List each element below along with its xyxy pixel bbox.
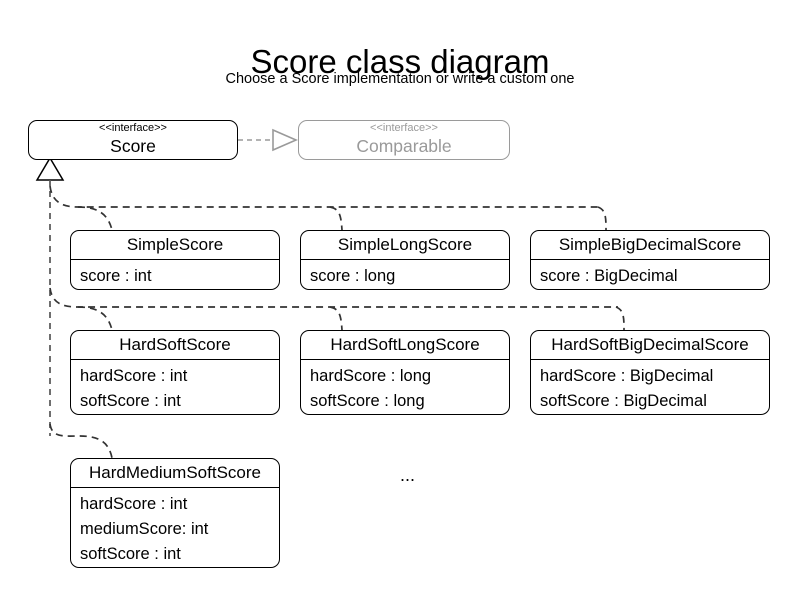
- class-name: SimpleBigDecimalScore: [558, 235, 742, 254]
- class-name: HardSoftScore: [119, 335, 231, 354]
- uml-class-hard-soft-big-decimal-score[interactable]: HardSoftBigDecimalScore hardScore : BigD…: [530, 330, 770, 415]
- stereotype-label: <<interface>>: [370, 122, 438, 134]
- uml-attributes: hardScore : int softScore : int: [71, 360, 279, 414]
- page-title: Score class diagram: [250, 43, 550, 81]
- uml-header: <<interface>> Score: [29, 121, 237, 159]
- uml-header: HardMediumSoftScore: [71, 459, 279, 488]
- attribute-row: score : int: [80, 267, 152, 285]
- attribute-row: hardScore : int: [80, 367, 188, 385]
- connector-branches-row1: [49, 185, 607, 231]
- attribute-row: score : long: [310, 267, 396, 285]
- uml-header: SimpleScore: [71, 231, 279, 260]
- uml-class-hard-medium-soft-score[interactable]: HardMediumSoftScore hardScore : int medi…: [70, 458, 280, 568]
- uml-header: HardSoftBigDecimalScore: [531, 331, 769, 360]
- uml-class-hard-soft-score[interactable]: HardSoftScore hardScore : int softScore …: [70, 330, 280, 415]
- attribute-row: softScore : int: [80, 545, 181, 563]
- uml-attributes: score : int: [71, 260, 279, 289]
- class-name: HardMediumSoftScore: [89, 463, 261, 482]
- more-classes-ellipsis: ...: [400, 465, 416, 485]
- class-name: HardSoftLongScore: [330, 335, 480, 354]
- uml-attributes: hardScore : BigDecimal softScore : BigDe…: [531, 360, 769, 414]
- attribute-row: softScore : int: [80, 392, 181, 410]
- uml-interface-score[interactable]: <<interface>> Score: [28, 120, 238, 160]
- attribute-row: mediumScore: int: [80, 520, 209, 538]
- uml-attributes: score : long: [301, 260, 509, 289]
- uml-attributes: hardScore : long softScore : long: [301, 360, 509, 414]
- realization-score-to-comparable: [238, 128, 299, 152]
- uml-header: HardSoftScore: [71, 331, 279, 360]
- attribute-row: softScore : BigDecimal: [540, 392, 707, 410]
- class-name: HardSoftBigDecimalScore: [551, 335, 749, 354]
- attribute-row: softScore : long: [310, 392, 425, 410]
- class-name: SimpleScore: [126, 235, 224, 254]
- uml-header: SimpleBigDecimalScore: [531, 231, 769, 260]
- uml-interface-comparable[interactable]: <<interface>> Comparable: [298, 120, 510, 160]
- uml-attributes: score : BigDecimal: [531, 260, 769, 289]
- page-subtitle: Choose a Score implementation or write a…: [225, 71, 575, 87]
- uml-class-simple-big-decimal-score[interactable]: SimpleBigDecimalScore score : BigDecimal: [530, 230, 770, 290]
- interface-name: Comparable: [356, 136, 452, 156]
- uml-class-simple-long-score[interactable]: SimpleLongScore score : long: [300, 230, 510, 290]
- connector-branches-row2: [49, 287, 625, 331]
- uml-header: <<interface>> Comparable: [299, 121, 509, 159]
- interface-name: Score: [110, 136, 156, 156]
- uml-header: SimpleLongScore: [301, 231, 509, 260]
- realization-triangle-score: [35, 156, 65, 181]
- stereotype-label: <<interface>>: [99, 122, 167, 134]
- attribute-row: score : BigDecimal: [540, 267, 678, 285]
- uml-header: HardSoftLongScore: [301, 331, 509, 360]
- attribute-row: hardScore : BigDecimal: [540, 367, 714, 385]
- uml-class-hard-soft-long-score[interactable]: HardSoftLongScore hardScore : long softS…: [300, 330, 510, 415]
- uml-attributes: hardScore : int mediumScore: int softSco…: [71, 488, 279, 567]
- uml-class-simple-score[interactable]: SimpleScore score : int: [70, 230, 280, 290]
- attribute-row: hardScore : int: [80, 495, 188, 513]
- class-name: SimpleLongScore: [337, 235, 473, 254]
- connector-branch-hard-medium-soft: [49, 423, 113, 459]
- attribute-row: hardScore : long: [310, 367, 432, 385]
